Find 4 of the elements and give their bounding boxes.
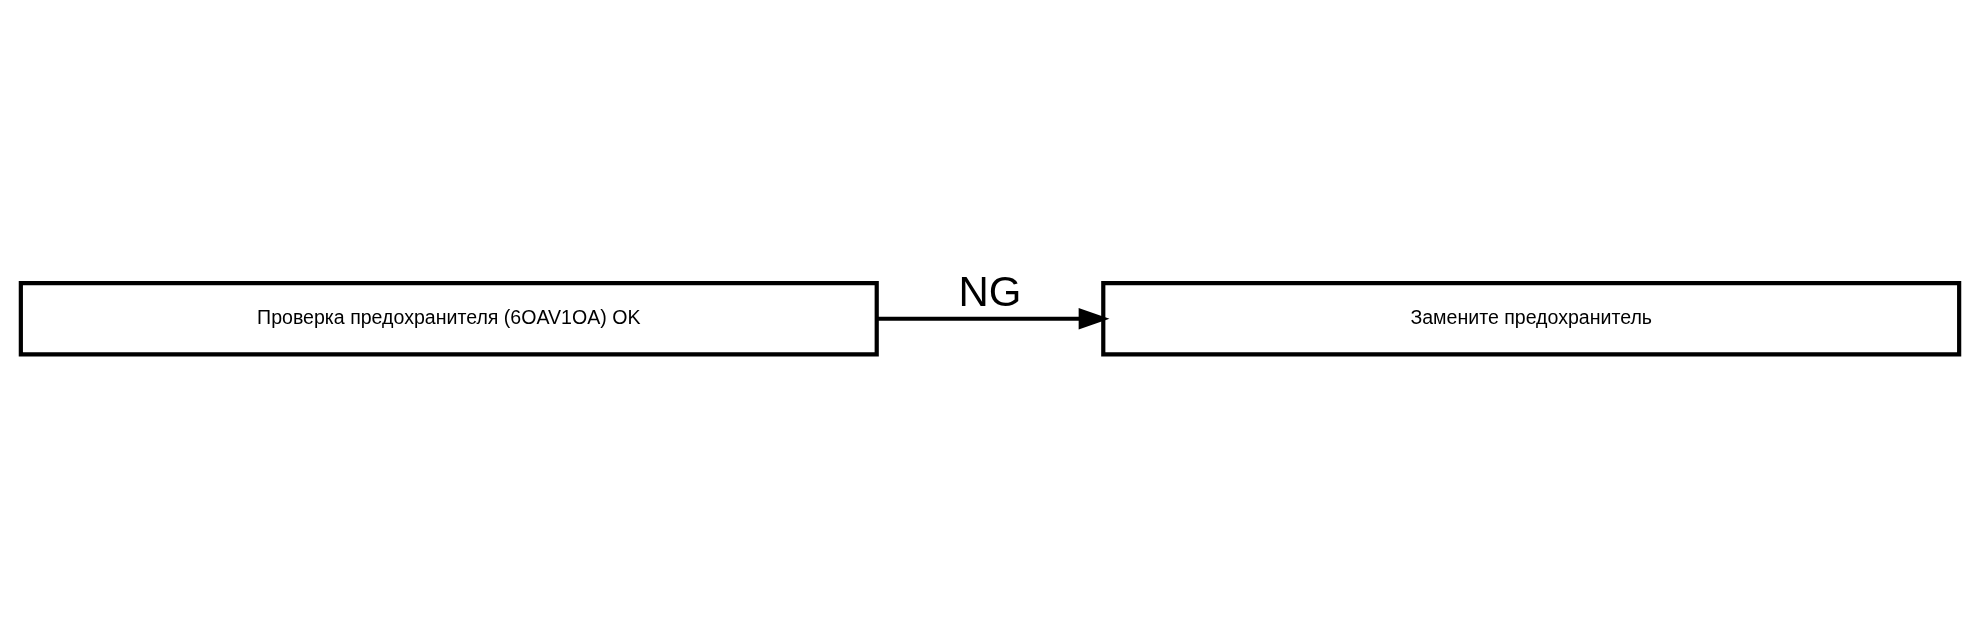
- edge-label: NG: [958, 268, 1022, 316]
- node-box: Проверка предохранителя (6OAV1OA) OK: [18, 280, 879, 357]
- node-box: Замените предохранитель: [1101, 280, 1962, 357]
- arrow: [876, 307, 1110, 330]
